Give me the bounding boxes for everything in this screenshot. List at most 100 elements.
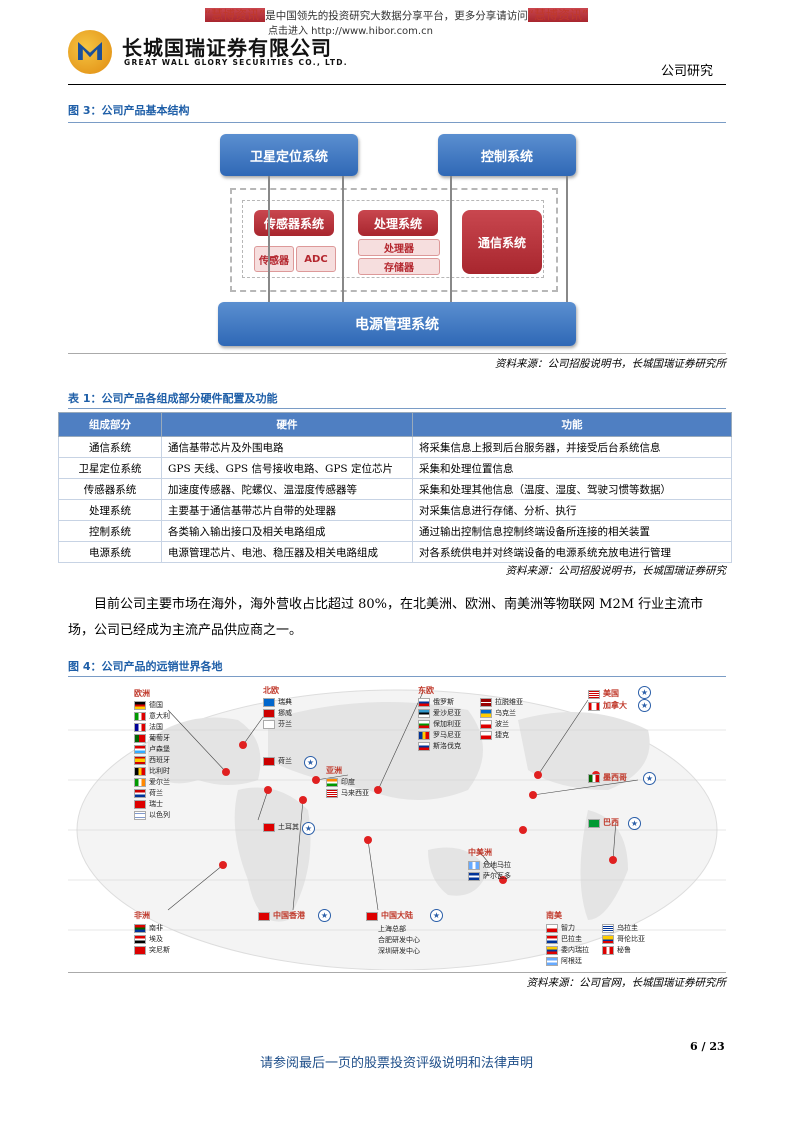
flag-icon bbox=[418, 730, 430, 740]
flag-icon bbox=[588, 689, 600, 699]
table-header-cell: 硬件 bbox=[161, 412, 413, 437]
country-label: 危地马拉 bbox=[468, 860, 511, 870]
country-label: 阿根廷 bbox=[546, 956, 582, 966]
country-label: 芬兰 bbox=[263, 719, 292, 729]
table-cell: 卫星定位系统 bbox=[58, 457, 162, 479]
flag-icon bbox=[602, 934, 614, 944]
hardware-table: 组成部分 硬件 功能 通信系统通信基带芯片及外围电路将采集信息上报到后台服务器，… bbox=[58, 412, 732, 563]
country-label: 美国 bbox=[588, 688, 619, 699]
country-label: 中国大陆 bbox=[366, 910, 413, 921]
flag-icon bbox=[134, 777, 146, 787]
table-cell: 通过输出控制信息控制终端设备所连接的相关装置 bbox=[412, 520, 732, 542]
banner-brand: 慧博资讯 bbox=[211, 8, 260, 22]
flag-icon bbox=[134, 799, 146, 809]
flag-icon bbox=[134, 788, 146, 798]
table-cell: 加速度传感器、陀螺仪、温湿度传感器等 bbox=[161, 478, 413, 500]
flag-icon bbox=[602, 923, 614, 933]
office-label: 上海总部 bbox=[378, 925, 406, 933]
fig3-source: 资料来源：公司招股说明书，长城国瑞证券研究所 bbox=[495, 358, 726, 370]
flag-icon bbox=[468, 860, 480, 870]
inner-dashed-frame bbox=[242, 200, 544, 278]
table-cell: 对各系统供电并对终端设备的电源系统充放电进行管理 bbox=[412, 541, 732, 563]
control-system-box: 控制系统 bbox=[438, 134, 576, 176]
flag-icon bbox=[546, 934, 558, 944]
country-label: 意大利 bbox=[134, 711, 170, 721]
country-label: 巴拉圭 bbox=[546, 934, 582, 944]
table-row: 处理系统主要基于通信基带芯片自带的处理器对采集信息进行存储、分析、执行 bbox=[58, 499, 732, 521]
flag-icon bbox=[263, 756, 275, 766]
flag-icon bbox=[366, 911, 378, 921]
flag-icon bbox=[258, 911, 270, 921]
connector-line bbox=[268, 176, 270, 302]
fig4-caption-line bbox=[68, 676, 726, 677]
table-row: 控制系统各类输入输出接口及相关电路组成通过输出控制信息控制终端设备所连接的相关装… bbox=[58, 520, 732, 542]
company-name-cn: 长城国瑞证券有限公司 bbox=[122, 36, 332, 60]
star-icon: ★ bbox=[304, 756, 317, 769]
flag-icon bbox=[418, 708, 430, 718]
table-header-cell: 组成部分 bbox=[58, 412, 162, 437]
table1-caption-line bbox=[68, 408, 726, 409]
region-south-america-title: 南美 bbox=[546, 911, 562, 920]
country-label: 爱尔兰 bbox=[134, 777, 170, 787]
table1-caption: 表 1：公司产品各组成部分硬件配置及功能 bbox=[68, 392, 278, 405]
flag-icon bbox=[480, 730, 492, 740]
flag-icon bbox=[326, 777, 338, 787]
flag-icon bbox=[263, 708, 275, 718]
country-label: 波兰 bbox=[480, 719, 509, 729]
country-label: 哥伦比亚 bbox=[602, 934, 645, 944]
flag-icon bbox=[588, 818, 600, 828]
flag-icon bbox=[468, 871, 480, 881]
country-label: 俄罗斯 bbox=[418, 697, 454, 707]
country-label: 挪威 bbox=[263, 708, 292, 718]
country-label: 爱沙尼亚 bbox=[418, 708, 461, 718]
star-icon: ★ bbox=[638, 699, 651, 712]
star-icon: ★ bbox=[628, 817, 641, 830]
report-type: 公司研究 bbox=[661, 64, 714, 79]
adc-box: ADC bbox=[296, 246, 336, 272]
country-label: 突尼斯 bbox=[134, 945, 170, 955]
fig3-bottom-line bbox=[68, 353, 726, 354]
flag-icon bbox=[588, 773, 600, 783]
sensor-box: 传感器 bbox=[254, 246, 294, 272]
country-label: 秘鲁 bbox=[602, 945, 631, 955]
flag-icon bbox=[546, 956, 558, 966]
region-asia-title: 亚洲 bbox=[326, 766, 342, 775]
country-label: 捷克 bbox=[480, 730, 509, 740]
world-map-background bbox=[68, 689, 726, 970]
flag-icon bbox=[588, 701, 600, 711]
table-cell: 采集和处理位置信息 bbox=[412, 457, 732, 479]
flag-icon bbox=[480, 719, 492, 729]
table-cell: GPS 天线、GPS 信号接收电路、GPS 定位芯片 bbox=[161, 457, 413, 479]
table-cell: 通信系统 bbox=[58, 436, 162, 458]
fig4-source: 资料来源：公司官网，长城国瑞证券研究所 bbox=[526, 977, 727, 989]
country-label: 乌拉圭 bbox=[602, 923, 638, 933]
hibor-link[interactable]: 点击进入 http://www.hibor.com.cn bbox=[268, 26, 433, 37]
region-north-europe-title: 北欧 bbox=[263, 686, 279, 695]
country-label: 葡萄牙 bbox=[134, 733, 170, 743]
flag-icon bbox=[134, 766, 146, 776]
country-label: 以色列 bbox=[134, 810, 170, 820]
table-cell: 控制系统 bbox=[58, 520, 162, 542]
country-label: 巴西 bbox=[588, 817, 619, 828]
country-label: 马来西亚 bbox=[326, 788, 369, 798]
sensor-system-box: 传感器系统 bbox=[254, 210, 334, 236]
flag-icon bbox=[546, 923, 558, 933]
fig4-caption: 图 4：公司产品的远销世界各地 bbox=[68, 660, 223, 673]
country-label: 拉脱维亚 bbox=[480, 697, 523, 707]
company-name-en: GREAT WALL GLORY SECURITIES CO., LTD. bbox=[124, 58, 348, 67]
flag-icon bbox=[134, 711, 146, 721]
table-cell: 采集和处理其他信息（温度、湿度、驾驶习惯等数据） bbox=[412, 478, 732, 500]
country-label: 埃及 bbox=[134, 934, 163, 944]
flag-icon bbox=[263, 822, 275, 832]
table-cell: 电源系统 bbox=[58, 541, 162, 563]
table-cell: 各类输入输出接口及相关电路组成 bbox=[161, 520, 413, 542]
country-label: 萨尔瓦多 bbox=[468, 871, 511, 881]
country-label: 法国 bbox=[134, 722, 163, 732]
gps-system-box: 卫星定位系统 bbox=[220, 134, 358, 176]
processing-system-box: 处理系统 bbox=[358, 210, 438, 236]
fig3-caption-line bbox=[68, 122, 726, 123]
country-label: 土耳其 bbox=[263, 822, 299, 832]
table-cell: 传感器系统 bbox=[58, 478, 162, 500]
flag-icon bbox=[134, 810, 146, 820]
fig4-bottom-line bbox=[68, 972, 726, 973]
